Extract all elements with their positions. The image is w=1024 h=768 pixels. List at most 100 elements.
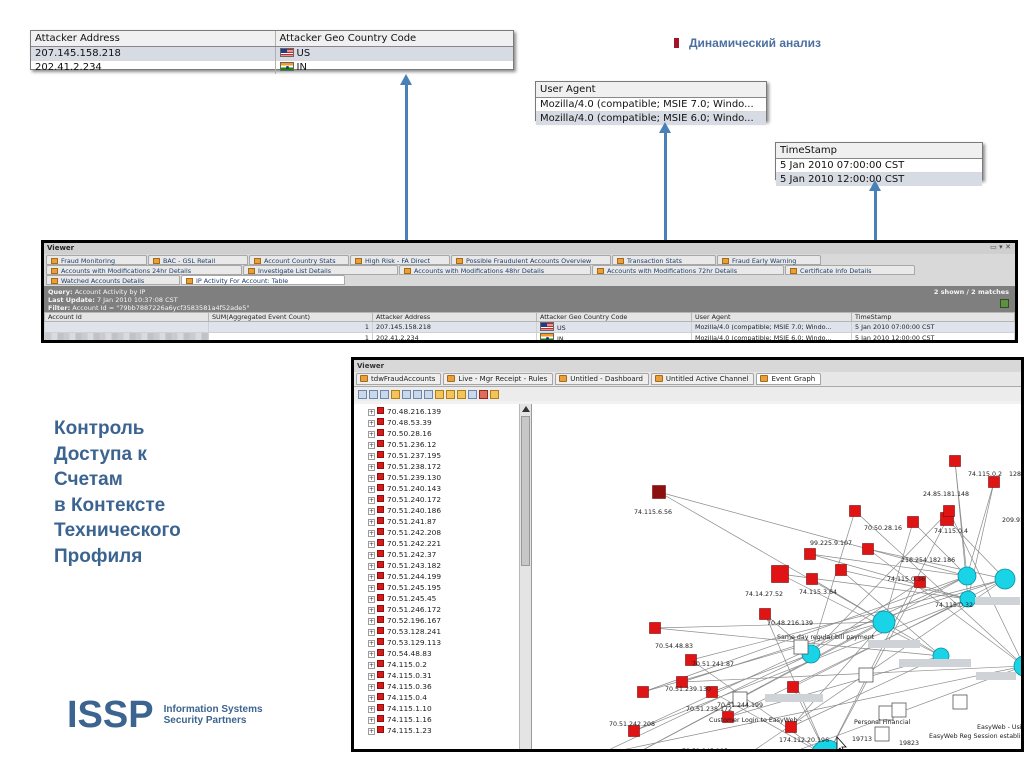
col-sum-count[interactable]: SUM(Aggregated Event Count) xyxy=(208,312,373,322)
folder-icon[interactable] xyxy=(435,389,444,399)
expand-icon[interactable]: + xyxy=(368,629,375,636)
redacted-label[interactable] xyxy=(868,640,920,648)
tree-item[interactable]: +70.51.240.172 xyxy=(368,495,442,504)
expand-icon[interactable]: + xyxy=(368,574,375,581)
rule-node[interactable] xyxy=(732,691,748,707)
graph-edge[interactable] xyxy=(598,666,1021,749)
scroll-thumb[interactable] xyxy=(521,416,530,566)
col-account-id[interactable]: Account Id xyxy=(44,312,209,322)
table-row[interactable]: Mozilla/4.0 (compatible; MSIE 6.0; Windo… xyxy=(536,111,766,125)
rule-node[interactable] xyxy=(858,667,874,683)
table-row[interactable]: 207.145.158.218 US xyxy=(31,46,513,61)
ip-address-node[interactable] xyxy=(949,455,961,467)
table-row[interactable]: 1 207.145.158.218 US Mozilla/4.0 (compat… xyxy=(44,321,1015,333)
window-controls-icon[interactable]: ▭ ▾ ✕ xyxy=(990,243,1011,251)
graph-labels[interactable]: 74.115.0.2128.1824.85.181.14874.115.6.56… xyxy=(609,471,1021,749)
rule-node[interactable] xyxy=(891,702,907,718)
expand-icon[interactable]: + xyxy=(368,640,375,647)
tree-item[interactable]: +70.51.244.199 xyxy=(368,572,442,581)
stop-icon[interactable] xyxy=(479,389,488,399)
tree-item[interactable]: +70.50.28.16 xyxy=(368,429,432,438)
graph-edge[interactable] xyxy=(810,510,856,655)
event-hub-node[interactable] xyxy=(872,610,896,634)
export-icon[interactable] xyxy=(1000,299,1009,308)
graph-edge[interactable] xyxy=(840,569,942,657)
ip-address-node[interactable] xyxy=(637,686,649,698)
ip-address-node[interactable] xyxy=(914,576,926,588)
ip-address-node[interactable] xyxy=(652,485,666,499)
rule-node[interactable] xyxy=(878,705,894,721)
expand-icon[interactable]: + xyxy=(368,728,375,735)
expand-icon[interactable]: + xyxy=(368,486,375,493)
tree-item[interactable]: +70.48.53.39 xyxy=(368,418,432,427)
col-user-agent[interactable]: User Agent xyxy=(691,312,852,322)
expand-icon[interactable]: + xyxy=(368,541,375,548)
event-hub-node[interactable] xyxy=(957,566,977,586)
tree-item[interactable]: +70.51.239.130 xyxy=(368,473,442,482)
graph-edge[interactable] xyxy=(827,518,948,749)
tab-investigate-list[interactable]: Investigate List Details xyxy=(243,265,398,275)
event-graph[interactable]: 74.115.0.2128.1824.85.181.14874.115.6.56… xyxy=(532,404,1021,749)
table-row[interactable]: 5 Jan 2010 12:00:00 CST xyxy=(776,172,982,186)
tree-item[interactable]: +74.115.0.31 xyxy=(368,671,432,680)
table-row[interactable]: 5 Jan 2010 07:00:00 CST xyxy=(776,158,982,173)
print-icon[interactable] xyxy=(468,389,477,399)
graph-edge[interactable] xyxy=(867,548,1006,580)
table-row[interactable]: Mozilla/4.0 (compatible; MSIE 7.0; Windo… xyxy=(536,97,766,112)
tab-live-mgr-receipt[interactable]: Live - Mgr Receipt - Rules xyxy=(443,373,554,385)
tab-bac-gsl-retail[interactable]: BAC - GSL Retail xyxy=(148,255,248,265)
ip-address-node[interactable] xyxy=(988,476,1000,488)
tree-item[interactable]: +74.115.0.36 xyxy=(368,682,432,691)
redacted-label[interactable] xyxy=(975,597,1020,605)
graph-edge[interactable] xyxy=(711,653,812,693)
graph-edge[interactable] xyxy=(790,655,942,728)
graph-edge[interactable] xyxy=(598,653,812,749)
event-hub-node[interactable] xyxy=(811,739,843,749)
graph-edge[interactable] xyxy=(810,510,950,655)
graph-edge[interactable] xyxy=(690,578,1006,661)
rule-node[interactable] xyxy=(793,639,809,655)
tree-item[interactable]: +74.115.0.4 xyxy=(368,693,427,702)
event-hub-node[interactable] xyxy=(994,568,1016,590)
tree-item[interactable]: +74.115.1.16 xyxy=(368,715,432,724)
expand-icon[interactable]: + xyxy=(368,420,375,427)
event-graph-canvas[interactable]: 74.115.0.2128.1824.85.181.14874.115.6.56… xyxy=(532,404,1021,749)
tab-tdw-fraud-accounts[interactable]: tdwFraudAccounts xyxy=(356,373,442,385)
tree-item[interactable]: +74.115.1.23 xyxy=(368,726,432,735)
ip-address-node[interactable] xyxy=(771,565,789,583)
graph-edge[interactable] xyxy=(624,575,968,749)
tab-modifications-24hr[interactable]: Accounts with Modifications 24hr Details xyxy=(46,265,242,275)
grid-icon[interactable] xyxy=(413,389,422,399)
select-icon[interactable] xyxy=(402,389,411,399)
tab-untitled-active-channel[interactable]: Untitled Active Channel xyxy=(650,373,755,385)
tree-item[interactable]: +70.51.245.45 xyxy=(368,594,437,603)
tree-item[interactable]: +70.51.243.182 xyxy=(368,561,442,570)
help-icon[interactable] xyxy=(490,389,499,399)
tab-watched-accounts[interactable]: Watched Accounts Details xyxy=(46,275,180,285)
ip-address-node[interactable] xyxy=(849,505,861,517)
tree-scrollbar[interactable] xyxy=(519,404,531,749)
expand-icon[interactable]: + xyxy=(368,508,375,515)
tab-modifications-48hr[interactable]: Accounts with Modifications 48hr Details xyxy=(399,265,591,275)
tab-fraud-monitoring[interactable]: Fraud Monitoring xyxy=(46,255,147,265)
expand-icon[interactable]: + xyxy=(368,673,375,680)
ip-address-node[interactable] xyxy=(685,654,697,666)
tab-certificate-info[interactable]: Certificate Info Details xyxy=(785,265,915,275)
graph-edge[interactable] xyxy=(912,521,968,577)
fit-icon[interactable] xyxy=(391,389,400,399)
redacted-label[interactable] xyxy=(976,672,1016,680)
tree-item[interactable]: +74.115.1.10 xyxy=(368,704,432,713)
ip-address-node[interactable] xyxy=(907,516,919,528)
rule-node[interactable] xyxy=(952,694,968,710)
tab-modifications-72hr[interactable]: Accounts with Modifications 72hr Details xyxy=(592,265,784,275)
ip-address-node[interactable] xyxy=(706,686,718,698)
graph-edge[interactable] xyxy=(681,665,1021,683)
ip-address-node[interactable] xyxy=(806,573,818,585)
save-icon[interactable] xyxy=(446,389,455,399)
expand-icon[interactable]: + xyxy=(368,464,375,471)
tree-item[interactable]: +70.53.128.241 xyxy=(368,627,442,636)
tree-item[interactable]: +70.51.240.143 xyxy=(368,484,442,493)
col-country-code[interactable]: Attacker Geo Country Code xyxy=(536,312,692,322)
layout-icon[interactable] xyxy=(358,389,367,399)
redacted-label[interactable] xyxy=(765,694,823,702)
